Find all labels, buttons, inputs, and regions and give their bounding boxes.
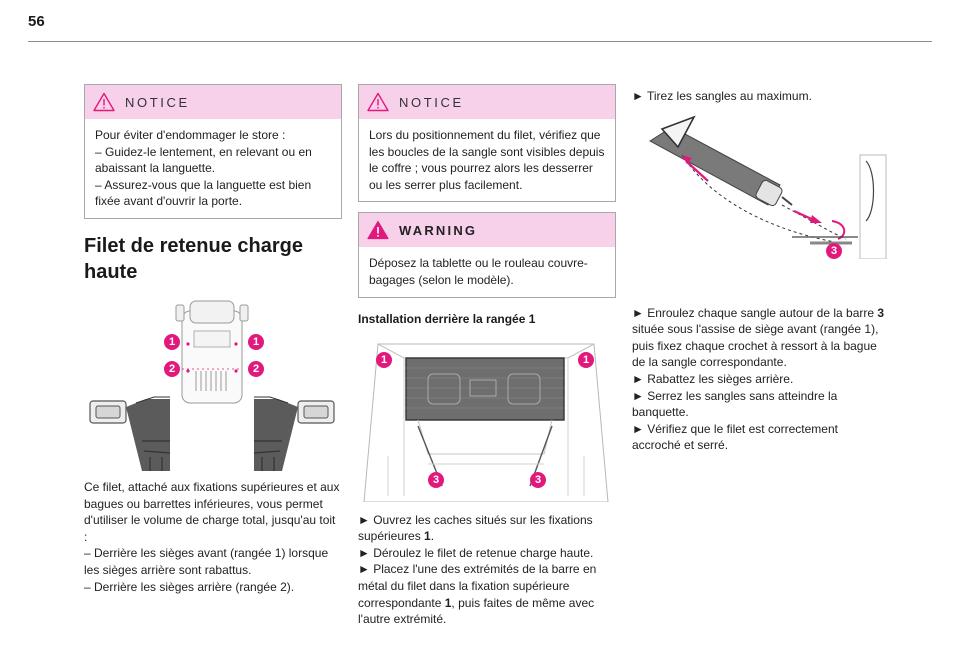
marker-3-left: 3	[428, 471, 444, 488]
notice-line: – Guidez-le lentement, en relevant ou en…	[95, 144, 312, 176]
column-2: NOTICE Lors du positionnement du filet, …	[358, 84, 616, 628]
warning-triangle-outline-icon	[367, 92, 389, 112]
notice-header-2: NOTICE	[359, 85, 615, 119]
step: ► Ouvrez les caches situés sur les fixat…	[358, 512, 593, 544]
notice-title: NOTICE	[399, 94, 464, 110]
header-rule	[28, 41, 932, 42]
marker-1-left: 1	[164, 333, 180, 350]
column-3: ► Tirez les sangles au maximum. 3 ► Enro…	[632, 84, 888, 454]
step: ► Placez l'une des extrémités de la barr…	[358, 562, 597, 627]
notice-body: Lors du positionnement du filet, vérifie…	[369, 128, 605, 192]
column-1: NOTICE Pour éviter d'endommager le store…	[84, 84, 342, 595]
marker-2-right: 2	[248, 360, 264, 377]
strap-illustration	[649, 115, 887, 259]
marker-3-right: 3	[530, 471, 546, 488]
step: ► Enroulez chaque sangle autour de la ba…	[632, 305, 885, 370]
warning-header: WARNING	[359, 213, 615, 248]
paragraph-intro: Ce filet, attaché aux fixations supérieu…	[84, 479, 340, 544]
step: ► Rabattez les sièges arrière.	[632, 371, 794, 386]
van-topview-illustration	[84, 300, 340, 471]
notice-title: NOTICE	[125, 94, 190, 110]
section-heading: Filet de retenue charge haute	[84, 234, 303, 283]
marker-1-right: 1	[578, 351, 594, 368]
paragraph-item: – Derrière les sièges arrière (rangée 2)…	[84, 579, 295, 594]
notice-line: Pour éviter d'endommager le store :	[95, 128, 286, 142]
warning-body: Déposez la tablette ou le rouleau couvre…	[369, 256, 588, 287]
marker-1-left: 1	[376, 351, 392, 368]
notice-header: NOTICE	[85, 85, 341, 119]
marker-1-right: 1	[248, 333, 264, 350]
notice-line: – Assurez-vous que la languette est bien…	[95, 177, 312, 209]
notice-box: NOTICE Pour éviter d'endommager le store…	[84, 84, 342, 219]
marker-3: 3	[826, 242, 842, 259]
step-top: ► Tirez les sangles au maximum.	[632, 89, 812, 103]
warning-title: WARNING	[399, 222, 478, 238]
warning-triangle-outline-icon	[93, 92, 115, 112]
warning-triangle-filled-icon	[367, 221, 389, 240]
strap-tension-figure: 3	[632, 111, 888, 259]
paragraph-item: – Derrière les sièges avant (rangée 1) l…	[84, 546, 329, 577]
marker-2-left: 2	[164, 360, 180, 377]
cargo-area-illustration	[363, 343, 609, 502]
notice-body: Pour éviter d'endommager le store : – Gu…	[85, 119, 341, 218]
cargo-net-overview-figure: 1 1 2 2	[84, 291, 340, 471]
step: ► Serrez les sangles sans atteindre la b…	[632, 388, 838, 420]
page-number: 56	[28, 13, 45, 30]
notice-box-2: NOTICE Lors du positionnement du filet, …	[358, 84, 616, 203]
subheading: Installation derrière la rangée 1	[358, 311, 536, 326]
step: ► Vérifiez que le filet est correctement…	[632, 421, 838, 453]
net-installation-figure: 1 1 3 3	[358, 336, 614, 502]
step: ► Déroulez le filet de retenue charge ha…	[358, 545, 594, 560]
warning-box: WARNING Déposez la tablette ou le roulea…	[358, 212, 616, 298]
